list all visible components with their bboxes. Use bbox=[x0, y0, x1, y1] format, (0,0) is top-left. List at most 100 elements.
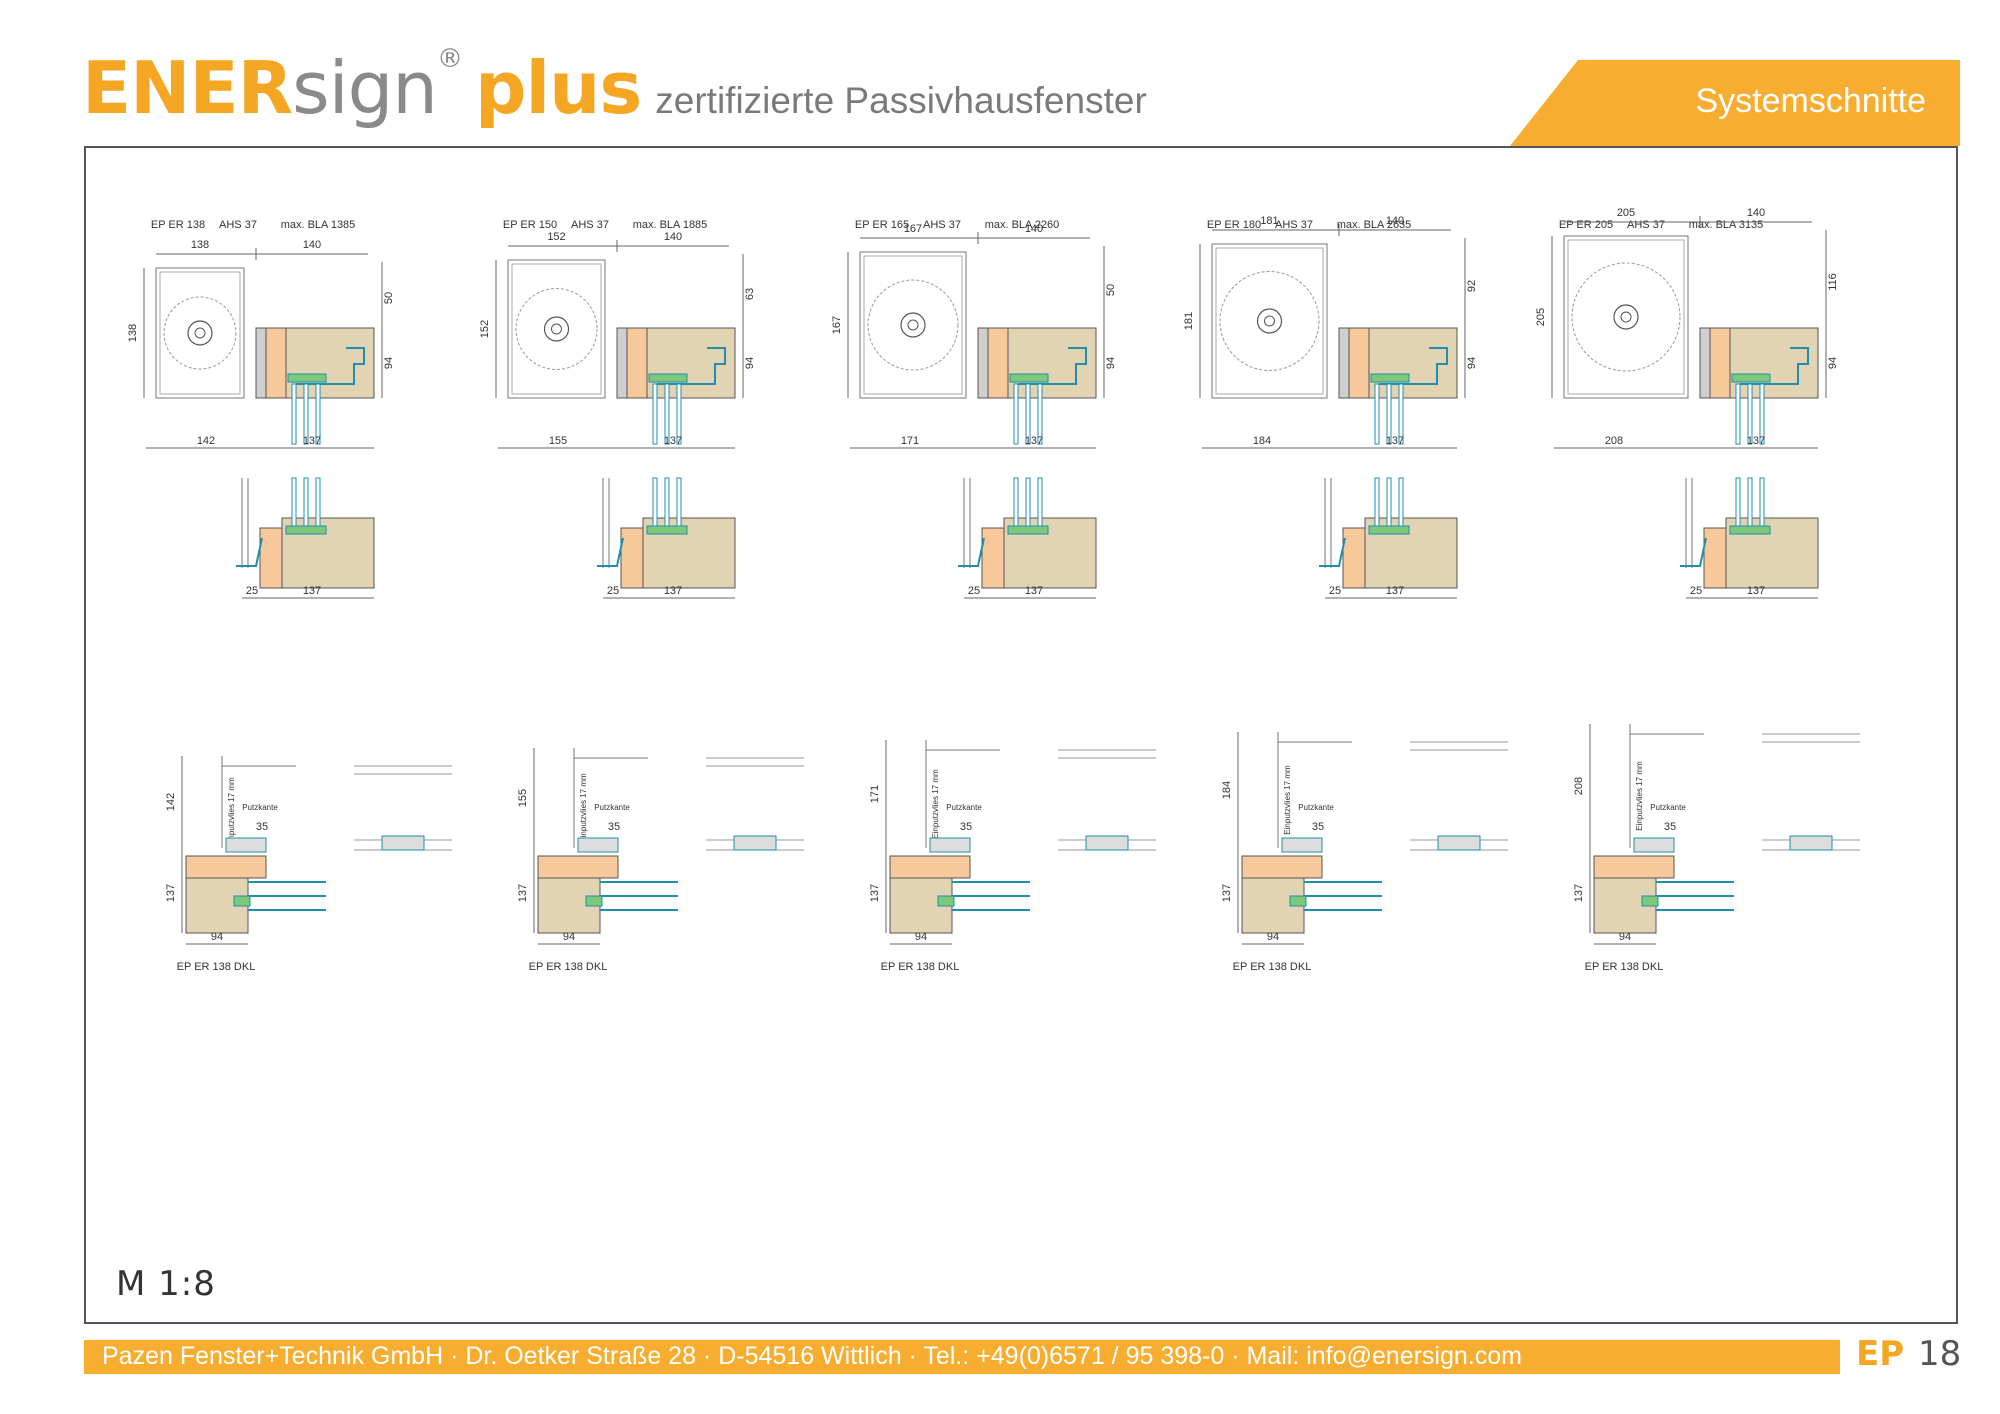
plan-profile bbox=[1281, 837, 1323, 853]
insulation-block bbox=[1348, 327, 1370, 399]
glass-pane bbox=[303, 383, 309, 445]
dimension-plan-94: 94 bbox=[1619, 931, 1631, 943]
plan-profile bbox=[929, 837, 971, 853]
dimension-height-top: 92 bbox=[1466, 280, 1478, 292]
aux-profile bbox=[1437, 835, 1481, 851]
plan-gasket bbox=[585, 895, 603, 907]
sill-glass-pane bbox=[1013, 477, 1019, 529]
dimension-height-box: 181 bbox=[1183, 312, 1195, 330]
logo-ener: ENER bbox=[82, 46, 293, 130]
sill-glass-pane bbox=[1747, 477, 1753, 529]
plan-gasket bbox=[1289, 895, 1307, 907]
dimension-height-box: 167 bbox=[831, 316, 843, 334]
dimension-plan-137: 137 bbox=[1573, 884, 1585, 902]
aux-profile bbox=[381, 835, 425, 851]
plan-edge-label: Putzkante bbox=[1650, 803, 1686, 812]
logo-plus: plus bbox=[474, 46, 642, 130]
variant-title: EP ER 180 bbox=[1207, 219, 1261, 231]
shutter-box-inner bbox=[511, 263, 602, 395]
section-title: Systemschnitte bbox=[1695, 82, 1926, 120]
sill-glass-pane bbox=[1037, 477, 1043, 529]
dimension-plan-94: 94 bbox=[1267, 931, 1279, 943]
dimension-width-bottom-left: 184 bbox=[1253, 435, 1271, 447]
sill-gasket bbox=[1007, 525, 1049, 535]
roller-circle bbox=[867, 279, 959, 371]
glass-pane bbox=[315, 383, 321, 445]
sill-glass-pane bbox=[303, 477, 309, 529]
header-subtitle: zertifizierte Passivhausfenster bbox=[655, 80, 1147, 121]
glass-pane bbox=[291, 383, 297, 445]
dimension-width-box: 138 bbox=[191, 239, 209, 251]
scale-label: M 1:8 bbox=[116, 1264, 216, 1304]
dimension-sill-right: 137 bbox=[664, 585, 682, 597]
dimension-width-box: 167 bbox=[904, 223, 922, 235]
gasket bbox=[1731, 373, 1771, 383]
shutter-box-inner bbox=[159, 271, 241, 395]
dimension-width-bottom-right: 137 bbox=[303, 435, 321, 447]
dimension-plan-35: 35 bbox=[1664, 821, 1676, 833]
dimension-plan-height: 184 bbox=[1221, 781, 1233, 799]
dimension-sill-left: 25 bbox=[607, 585, 619, 597]
plan-insulation-label: Einputzvlies 17 mm bbox=[1635, 761, 1644, 831]
plan-insulation bbox=[1593, 855, 1675, 879]
dimension-height-box: 138 bbox=[127, 324, 139, 342]
insulation-block bbox=[265, 327, 287, 399]
dimension-height-frame: 94 bbox=[1827, 357, 1839, 369]
plan-caption: EP ER 138 DKL bbox=[881, 961, 960, 973]
dimension-sill-right: 137 bbox=[1025, 585, 1043, 597]
dimension-height-frame: 94 bbox=[383, 357, 395, 369]
roller-axle bbox=[543, 316, 570, 342]
roller-axle bbox=[900, 312, 926, 338]
footer-contact: Pazen Fenster+Technik GmbH · Dr. Oetker … bbox=[102, 1342, 1522, 1370]
plan-insulation bbox=[1241, 855, 1323, 879]
dimension-width-bottom-right: 137 bbox=[1386, 435, 1404, 447]
sill-profile bbox=[236, 537, 263, 567]
roller-axle-inner bbox=[907, 319, 919, 331]
gasket bbox=[287, 373, 327, 383]
variant-ahs: AHS 37 bbox=[923, 219, 961, 231]
sill-glass-pane bbox=[291, 477, 297, 529]
dimension-width-frame: 140 bbox=[303, 239, 321, 251]
roller-axle-inner bbox=[551, 323, 562, 335]
variant-ahs: AHS 37 bbox=[219, 219, 257, 231]
sill-glass-pane bbox=[1759, 477, 1765, 529]
dimension-width-bottom-right: 137 bbox=[1025, 435, 1043, 447]
dimension-plan-35: 35 bbox=[608, 821, 620, 833]
section-tag: Systemschnitte bbox=[1510, 60, 1960, 146]
roller-axle-inner bbox=[194, 327, 206, 339]
roller-circle bbox=[515, 288, 598, 370]
plan-edge-label: Putzkante bbox=[1298, 803, 1334, 812]
plan-profile bbox=[1633, 837, 1675, 853]
glass-pane bbox=[1374, 383, 1380, 445]
sill-profile bbox=[597, 537, 624, 567]
glass-pane bbox=[652, 383, 658, 445]
dimension-plan-94: 94 bbox=[563, 931, 575, 943]
sill-glass-pane bbox=[652, 477, 658, 529]
variant-bla: max. BLA 2260 bbox=[985, 219, 1060, 231]
sill-insulation bbox=[259, 527, 283, 589]
dimension-height-frame: 94 bbox=[1466, 357, 1478, 369]
aluminium-profile bbox=[296, 347, 365, 385]
gasket bbox=[648, 373, 688, 383]
glass-pane bbox=[1759, 383, 1765, 445]
dimension-sill-left: 25 bbox=[968, 585, 980, 597]
roller-axle bbox=[1256, 308, 1283, 334]
dimension-height-top: 50 bbox=[1105, 284, 1117, 296]
dimension-plan-137: 137 bbox=[517, 884, 529, 902]
roller-circle bbox=[1571, 262, 1681, 372]
dimension-width-bottom-left: 155 bbox=[549, 435, 567, 447]
plan-insulation-label: Einputzvlies 17 mm bbox=[579, 773, 588, 843]
variant-ahs: AHS 37 bbox=[1275, 219, 1313, 231]
sill-insulation bbox=[1342, 527, 1366, 589]
dimension-sill-left: 25 bbox=[246, 585, 258, 597]
plan-insulation-label: Einputzvlies 17 mm bbox=[931, 769, 940, 839]
aux-profile bbox=[1789, 835, 1833, 851]
glass-pane bbox=[1013, 383, 1019, 445]
sill-insulation bbox=[981, 527, 1005, 589]
